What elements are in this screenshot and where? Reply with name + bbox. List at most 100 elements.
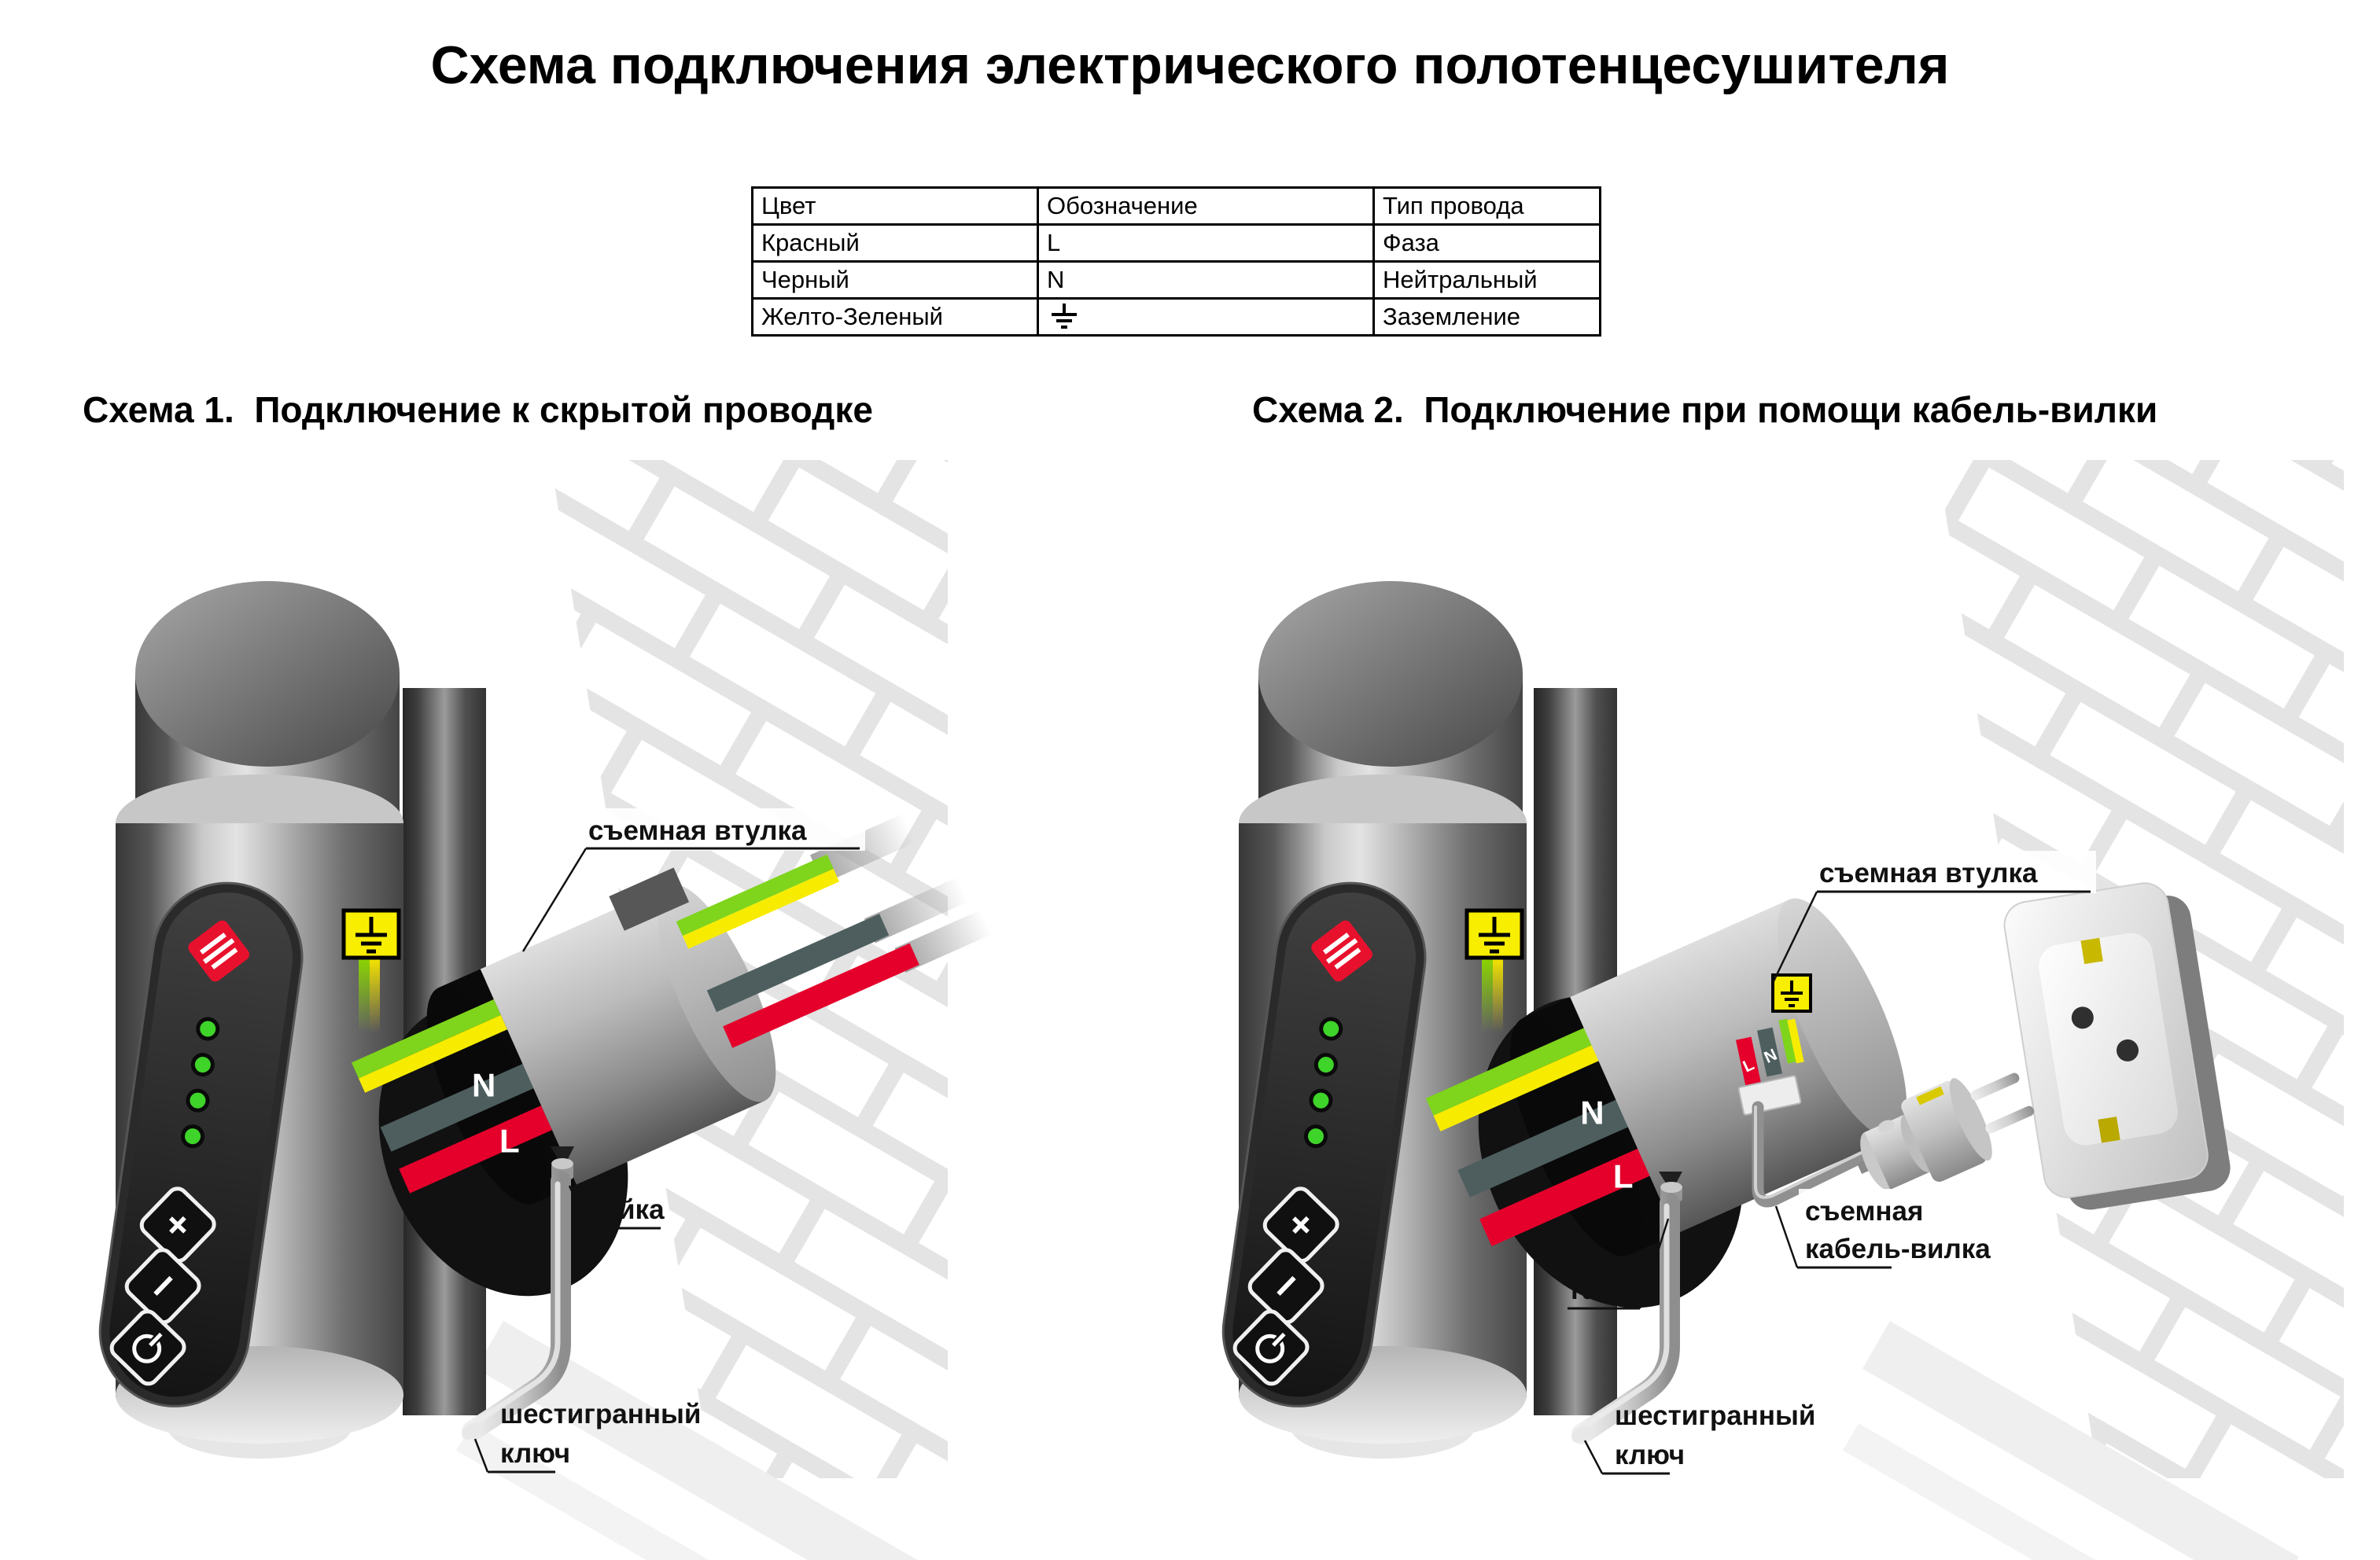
phase-wire: [1479, 1148, 1652, 1247]
plug-pin: [1970, 1072, 2020, 1101]
socket-ground-clip: [2080, 937, 2103, 965]
neutral-wire: [1457, 1098, 1630, 1198]
socket-hole: [2071, 1006, 2094, 1029]
plus-button: +: [139, 1187, 216, 1264]
power-icon: [1255, 1332, 1286, 1363]
ground-wire-drop-green: [1482, 958, 1493, 1032]
power-button: [109, 1309, 186, 1386]
brick-wall: [551, 460, 948, 1478]
plug-screw: [1877, 1120, 1895, 1132]
wall-shadow: [1843, 1422, 2200, 1560]
grounding-label: [341, 908, 401, 1032]
cable-jacket-stub: [609, 867, 690, 931]
ground-chip-green: [1778, 1018, 1796, 1064]
hex-key-label-line1: шестигранный: [1615, 1400, 1815, 1431]
sleeve-label: съемная втулка: [521, 808, 865, 952]
led-indicator: [1319, 1017, 1343, 1041]
nut-label-text: гайка: [1571, 1275, 1644, 1305]
neutral-wire-out: [706, 914, 890, 1013]
led-indicator: [1309, 1088, 1333, 1113]
column-top-cap: [135, 581, 400, 767]
wire-color-table: Цвет Обозначение Тип провода Красный L Ф…: [751, 186, 1601, 337]
brand-logo-icon: [1311, 920, 1372, 982]
table-row: Красный L Фаза: [751, 223, 1601, 263]
terminal-block: L N: [1735, 973, 1812, 1116]
ground-symbol-icon: [1052, 304, 1077, 329]
sleeve-end-cap: [1777, 898, 1907, 1138]
wire-trail: [894, 910, 993, 973]
nut-label: гайка: [1568, 1218, 1670, 1310]
ground-wire-yellow-out: [682, 868, 840, 949]
led-indicator: [196, 1017, 220, 1041]
phase-letter: L: [499, 1123, 520, 1160]
ground-wire-drop-yellow: [1493, 958, 1503, 1032]
label-backing: [1813, 851, 2096, 893]
sleeve-label: съемная втулка: [1772, 851, 2096, 982]
ground-wire-yellow: [1433, 1044, 1601, 1131]
led-indicator: [190, 1053, 215, 1077]
wall-socket: [2003, 882, 2231, 1210]
led-indicator: [1313, 1053, 1338, 1077]
control-panel: + I: [98, 881, 304, 1407]
plug-label-line1: съемная: [1805, 1196, 1923, 1227]
column-top-cap: [1258, 581, 1523, 767]
hex-key-label-line1: шестигранный: [500, 1399, 701, 1429]
neutral-letter: N: [472, 1067, 496, 1104]
socket-ground-clip: [2098, 1117, 2120, 1143]
hex-key-label-line2: ключ: [1615, 1440, 1685, 1470]
wall-shadow: [476, 1321, 940, 1560]
ground-wire-green-out: [676, 854, 834, 936]
phase-wire-out: [723, 943, 919, 1048]
scheme2-diagram: N L L N: [1221, 460, 2344, 1560]
plus-button: +: [1262, 1187, 1339, 1264]
plug-label-line2: кабель-вилка: [1805, 1234, 1991, 1264]
cable-plug: [1857, 1072, 2035, 1190]
table-header-row: Цвет Обозначение Тип провода: [751, 186, 1601, 226]
cable-plug-cord: [1752, 1101, 1885, 1208]
sleeve-label-text: съемная втулка: [1819, 858, 2038, 889]
funnel-tip: [551, 1146, 574, 1168]
hex-key: [462, 1171, 571, 1441]
cell-color-name: Желто-Зеленый: [751, 297, 1039, 337]
ground-wire-yellow: [358, 1014, 507, 1093]
socket-recess: [2039, 933, 2178, 1146]
col-header-wire-type: Тип провода: [1372, 186, 1601, 226]
hex-key-label-line2: ключ: [500, 1438, 570, 1469]
plug-neck: [1864, 1114, 1930, 1190]
power-button: [1232, 1309, 1310, 1386]
neutral-wire: [380, 1064, 534, 1152]
wire-trail: [864, 877, 969, 944]
neutral-chip: [1756, 1027, 1783, 1077]
plug-label: съемная кабель-вилка: [1774, 1189, 1991, 1269]
table-row: Черный N Нейтральный: [751, 260, 1601, 300]
label-backing: [582, 808, 865, 851]
control-panel: + I: [1221, 881, 1427, 1407]
funnel-tip: [1659, 1172, 1682, 1192]
brand-logo-icon: [188, 920, 249, 982]
led-indicator: [181, 1124, 205, 1149]
col-header-color: Цвет: [751, 186, 1039, 226]
phase-wire: [399, 1106, 552, 1194]
label-backing: [1799, 1189, 1980, 1268]
cell-designation: L: [1037, 223, 1375, 263]
power-icon: [132, 1332, 163, 1363]
neutral-letter: N: [1580, 1095, 1604, 1131]
cell-wire-type: Нейтральный: [1372, 260, 1601, 300]
removable-sleeve: N L: [352, 813, 993, 1205]
ground-wire-drop-yellow: [370, 958, 380, 1032]
hex-key-label: шестигранный ключ: [473, 1399, 701, 1474]
phase-chip: [1735, 1036, 1762, 1087]
led-indicator: [1304, 1124, 1328, 1149]
ground-symbol-icon: [1781, 981, 1803, 1007]
ground-wire-green: [1425, 1027, 1593, 1116]
scheme1-heading: Схема 1. Подключение к скрытой проводке: [83, 389, 873, 430]
cell-designation-ground: [1037, 297, 1375, 337]
cell-color-name: Черный: [751, 260, 1039, 300]
ground-symbol-icon: [1479, 917, 1510, 954]
removable-sleeve: N L: [1425, 898, 1907, 1256]
hex-key: [1571, 1193, 1680, 1444]
wall-shadow: [456, 1423, 827, 1560]
led-indicator: [186, 1088, 210, 1113]
cell-color-name: Красный: [751, 223, 1039, 263]
